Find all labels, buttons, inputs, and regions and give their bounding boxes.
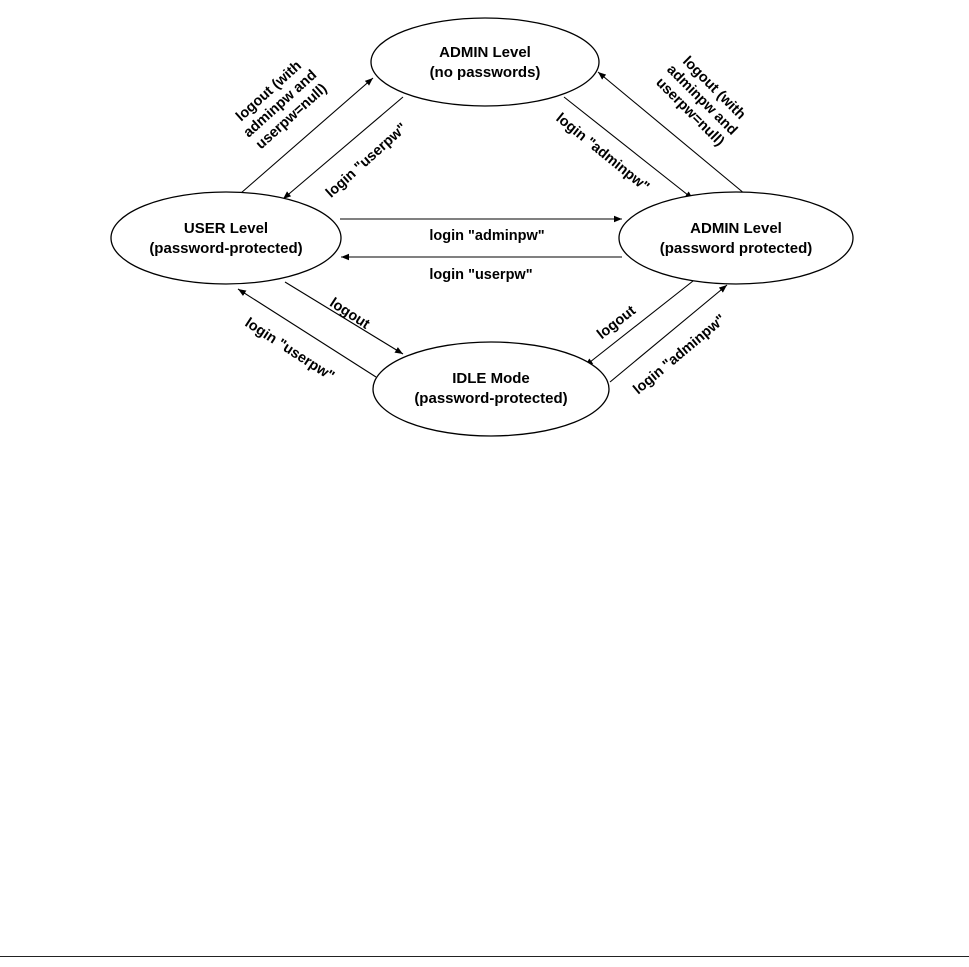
edge-admin-pw-to-admin-nopw — [597, 71, 746, 195]
node-admin-no-passwords-subtitle: (no passwords) — [430, 64, 541, 81]
label-admin-pw-to-user: login "userpw" — [429, 267, 532, 283]
label-line: logout — [594, 303, 639, 343]
node-idle-mode: IDLE Mode (password-protected) — [372, 341, 610, 437]
label-idle-to-user: login "userpw" — [242, 315, 337, 385]
node-idle-mode-title: IDLE Mode — [452, 370, 530, 387]
edge-admin-nopw-to-admin-pw — [563, 96, 694, 200]
label-admin-pw-to-admin-nopw: logout (with adminpw and userpw=null) — [652, 53, 748, 149]
label-line: logout — [327, 295, 373, 333]
edge-user-to-idle — [284, 281, 404, 355]
label-admin-pw-to-idle: logout — [594, 303, 639, 343]
node-admin-no-passwords: ADMIN Level (no passwords) — [370, 17, 600, 107]
label-admin-nopw-to-user: login "userpw" — [323, 120, 410, 201]
edge-admin-pw-to-idle — [584, 280, 694, 367]
node-admin-password-protected-title: ADMIN Level — [690, 220, 782, 237]
label-line: login "userpw" — [323, 120, 410, 201]
label-line: login "adminpw" — [429, 228, 544, 244]
label-line: login "adminpw" — [553, 110, 653, 195]
label-line: login "userpw" — [429, 267, 532, 283]
label-user-to-admin-nopw: logout (with adminpw and userpw=null) — [233, 58, 330, 153]
edge-user-to-admin-nopw — [240, 77, 374, 194]
edge-admin-nopw-to-user — [282, 96, 404, 200]
node-user-level: USER Level (password-protected) — [110, 191, 342, 285]
edge-idle-to-user — [237, 288, 377, 378]
node-admin-no-passwords-title: ADMIN Level — [439, 44, 531, 61]
label-admin-nopw-to-admin-pw: login "adminpw" — [553, 110, 653, 195]
node-admin-password-protected: ADMIN Level (password protected) — [618, 191, 854, 285]
edge-idle-to-admin-pw — [609, 284, 728, 383]
node-user-level-subtitle: (password-protected) — [149, 240, 302, 257]
label-user-to-admin-pw: login "adminpw" — [429, 228, 544, 244]
footer-rule — [0, 956, 969, 957]
node-user-level-title: USER Level — [184, 220, 268, 237]
node-idle-mode-subtitle: (password-protected) — [414, 390, 567, 407]
label-user-to-idle: logout — [327, 295, 373, 333]
node-admin-password-protected-subtitle: (password protected) — [660, 240, 813, 257]
label-line: login "userpw" — [242, 315, 337, 385]
